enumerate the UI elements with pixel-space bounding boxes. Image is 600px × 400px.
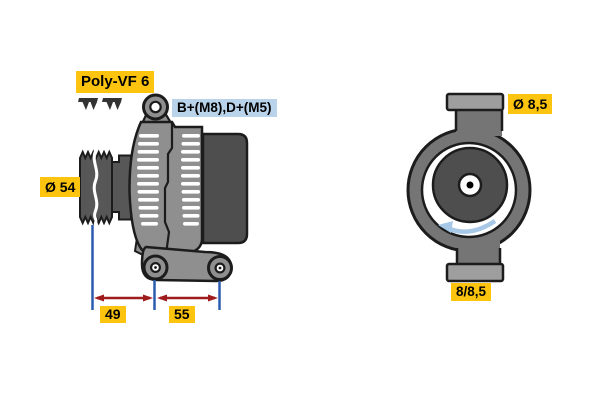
vent-slots-front: [137, 134, 159, 226]
alternator-side-view: [79, 93, 249, 283]
dimension-49-label: 49: [100, 306, 126, 323]
dimension-55-label: 55: [169, 306, 195, 323]
dimension-arrow-49: [94, 294, 153, 302]
pulley-diameter-label: Ø 54: [40, 177, 81, 197]
terminals-label: B+(M8),D+(M5): [172, 99, 277, 117]
vent-slots-rear: [181, 134, 200, 226]
housing-joint-line: [163, 122, 174, 255]
belt-profile-icons: [78, 98, 122, 112]
belt-profile-icon: [102, 98, 122, 110]
alternator-rear-view: [406, 92, 532, 283]
bottom-lug-cap: [445, 262, 505, 283]
top-lug-cap: [445, 92, 505, 112]
pulley-break-line: [92, 150, 99, 225]
dimension-arrow-55: [157, 294, 218, 302]
belt-type-label: Poly-VF 6: [76, 71, 155, 93]
front-foot-eye: [142, 254, 169, 281]
bottom-hole-diameter-label: 8/8,5: [451, 283, 492, 301]
belt-profile-icon: [78, 98, 98, 110]
rotation-arrow-icon: [438, 219, 497, 234]
rear-housing-block: [201, 132, 249, 245]
dimension-lines: [91, 225, 221, 310]
pulley: [79, 149, 113, 226]
rear-foot-eye: [207, 255, 233, 281]
top-hole-diameter-label: Ø 8,5: [508, 94, 553, 114]
shaft-collar: [110, 154, 132, 221]
